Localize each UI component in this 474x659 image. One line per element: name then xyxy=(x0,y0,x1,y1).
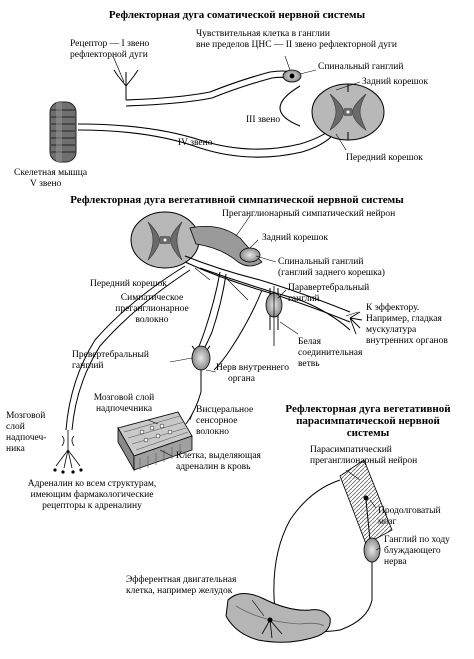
sympathetic-spinal-ganglion xyxy=(239,247,261,263)
spinal-ganglion-label: Спинальный ганглий xyxy=(318,61,403,72)
somatic-title: Рефлекторная дуга соматической нервной с… xyxy=(109,9,366,21)
vagus-ganglion xyxy=(363,537,381,563)
adrenaline-release xyxy=(53,430,83,474)
adrenal-fiber xyxy=(65,265,191,431)
link3-label: III звено xyxy=(246,115,280,125)
ventral-root-label: Передний корешок xyxy=(346,152,423,163)
parasympathetic-loop xyxy=(273,479,341,621)
somatic-arc xyxy=(49,55,385,163)
sym-spinal-ganglion-label: Спинальный ганглий(ганглий заднего кореш… xyxy=(278,256,385,278)
stomach xyxy=(225,593,331,643)
adrenaline-targets-label: Адреналин ко всем структурам,имеющим фар… xyxy=(28,479,156,511)
parasympathetic-arc xyxy=(225,459,393,643)
spinal-cord-section xyxy=(311,83,385,141)
efferent-fiber xyxy=(77,123,333,158)
paravertebral-ganglion xyxy=(265,286,283,346)
receptor-ending xyxy=(112,55,139,100)
effector-fan xyxy=(349,311,363,335)
sympathetic-title: Рефлекторная дуга вегетативной симпатиче… xyxy=(70,194,404,206)
dorsal-root-label: Задний корешок xyxy=(362,76,428,87)
sympathetic-spinal-cord xyxy=(130,211,200,269)
afferent-fiber xyxy=(125,70,293,107)
skeletal-muscle xyxy=(49,101,77,163)
sym-ventral-root-label: Передний корешок xyxy=(90,278,167,289)
sympathetic-arc xyxy=(53,211,363,474)
adrenal-tissue xyxy=(117,411,193,472)
prevertebral-ganglion xyxy=(191,345,211,392)
interneuron-path xyxy=(279,85,301,127)
link4-label: IV звено xyxy=(178,138,213,148)
visceral-sensory-fiber xyxy=(185,391,202,425)
sym-dorsal-root-label: Задний корешок xyxy=(262,232,328,243)
pregang-neuron-label: Преганглионарный симпатический нейрон xyxy=(222,208,395,219)
